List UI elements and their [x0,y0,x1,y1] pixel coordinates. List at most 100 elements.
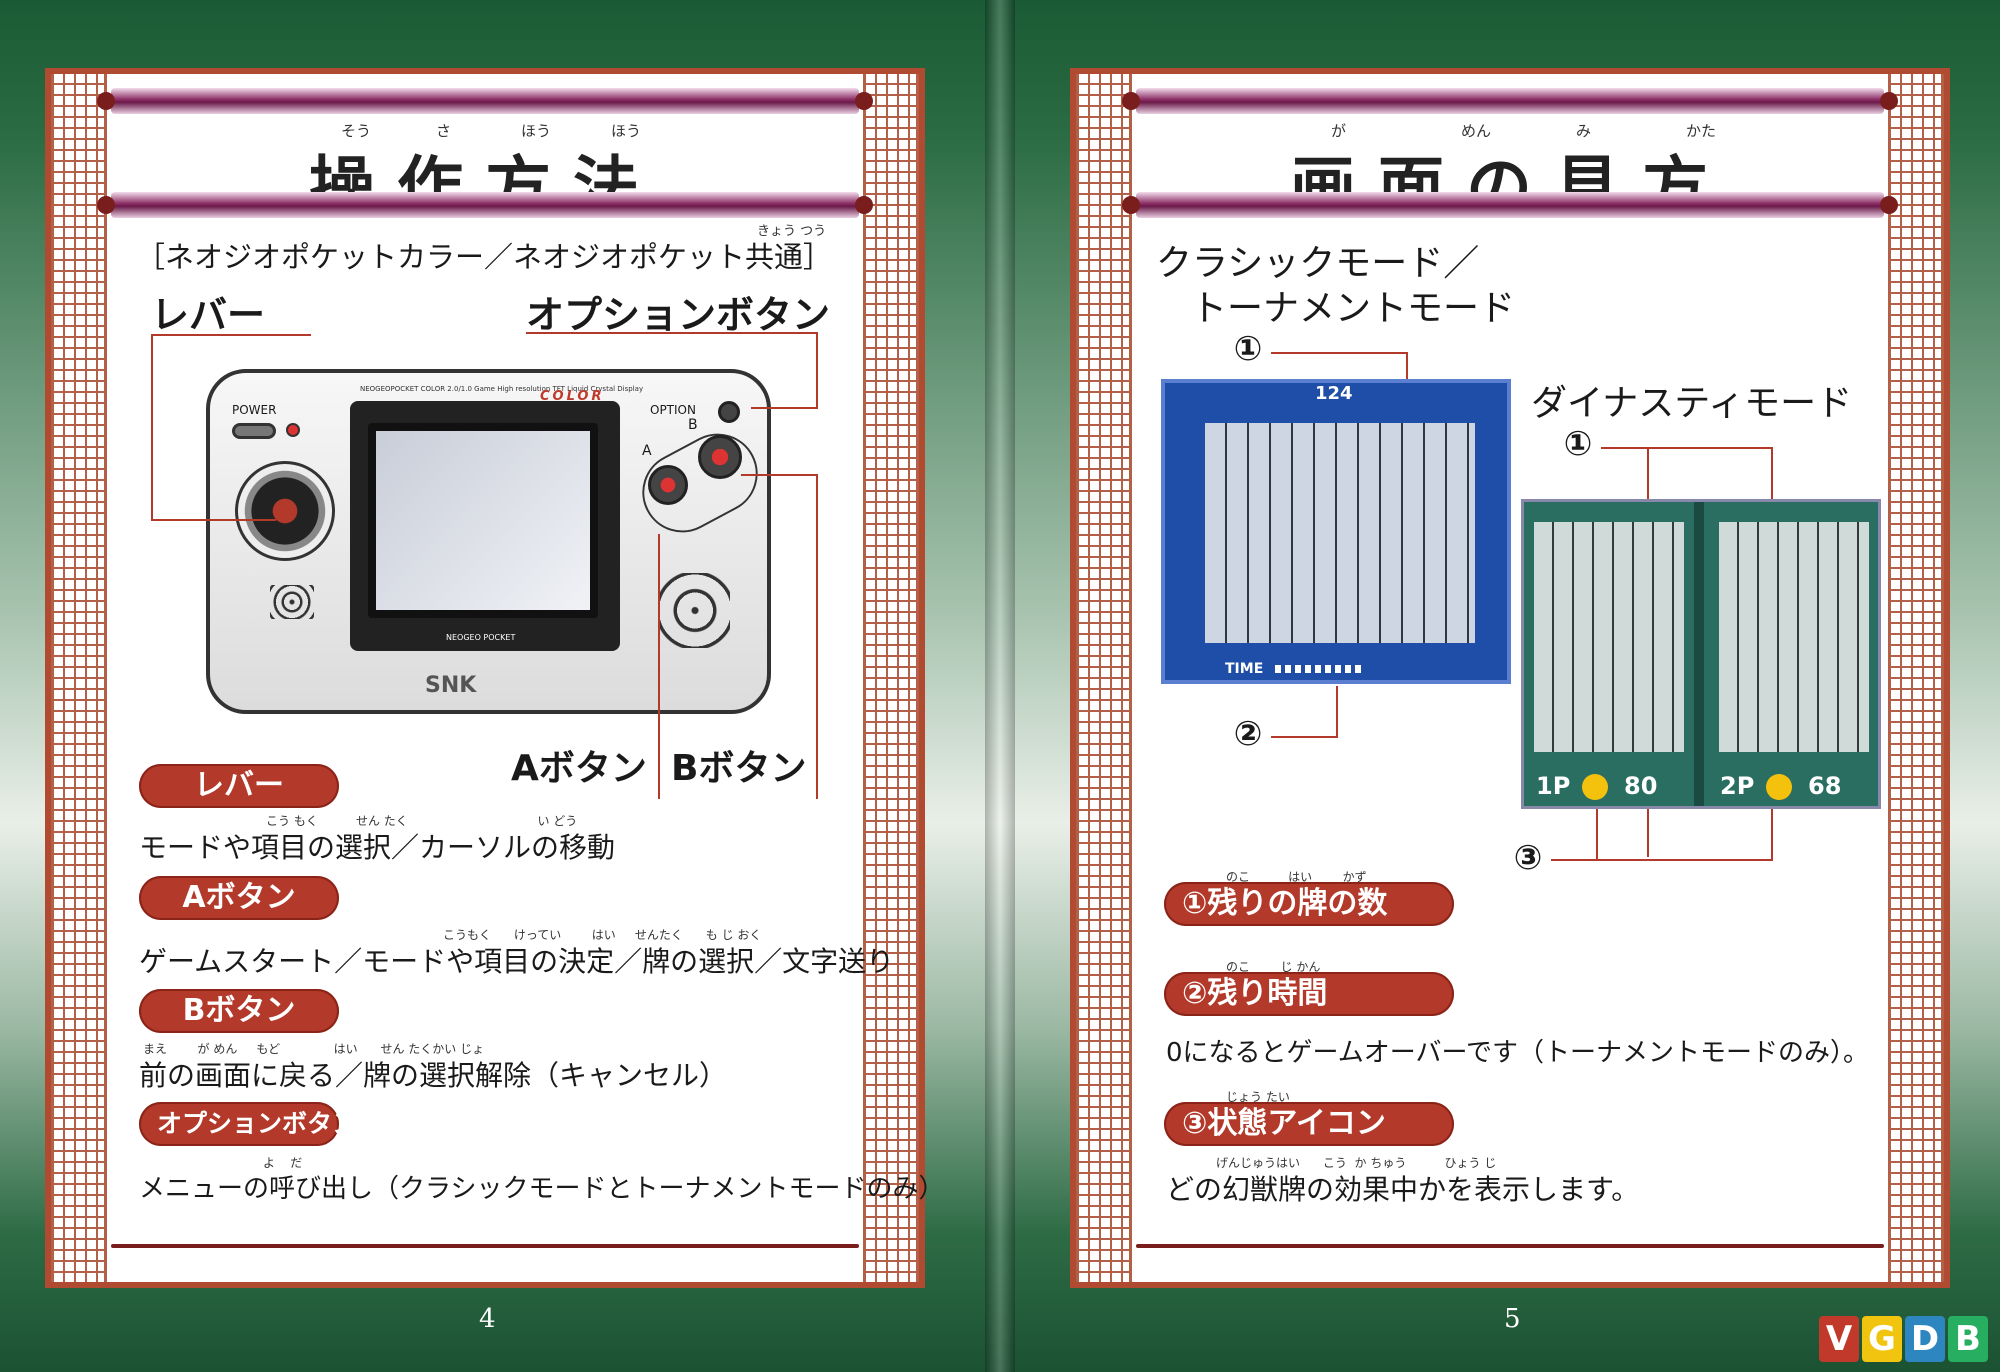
lever-line-h2 [151,519,276,521]
color-label: COLOR [540,389,605,404]
b-button-pill: Bボタン [139,989,339,1033]
lever-pill: レバー [139,764,339,808]
marker-2-classic: ② [1233,714,1263,754]
title-ruby-1: そう [341,122,372,140]
left-page: そう さ ほう ほう 操作方法 きょう つう ［ネオジオポケットカラー／ネオジオ… [45,68,944,1334]
p1-tiles [1534,522,1684,752]
a-button-pill: Aボタン [139,876,339,920]
lever-ruby: こう もく せん たく い どう [266,814,578,828]
title-rod [1122,192,1898,218]
option-label: OPTION [650,403,696,417]
title-ruby-3: み [1576,122,1592,140]
a-button-desc: ゲームスタート／モードや項目の決定／牌の選択／文字送り [139,945,895,978]
p2-score: 68 [1808,772,1842,800]
marker-3-line-v1 [1596,809,1598,859]
b-line-h [741,474,818,476]
dyn-line-h [1601,447,1771,449]
lcd-screen [368,423,598,618]
remaining-tiles-ruby: のこ はい かず [1226,870,1367,884]
dynasty-heading: ダイナスティモード [1531,383,1853,424]
p1-status-icon [1582,774,1608,800]
watermark-v: V [1819,1316,1859,1362]
remaining-time-desc: 0になるとゲームオーバーです（トーナメントモードのみ）。 [1166,1038,1869,1068]
title-ruby-2: めん [1461,122,1492,140]
right-fret-border [863,74,919,1282]
speaker-holes [660,573,730,648]
lever-desc: モードや項目の選択／カーソルの移動 [139,831,616,864]
tile-count: 124 [1315,383,1353,404]
remaining-time-pill: ②残り時間 [1164,972,1454,1016]
title-rod [97,192,873,218]
p2-label: 2P [1720,772,1755,800]
bottom-bar [1136,1244,1884,1248]
screen-bezel: NEOGEO POCKET [350,401,620,651]
classic-heading-1: クラシックモード／ [1156,243,1480,284]
power-label: POWER [232,403,277,417]
status-icon-desc: どの幻獣牌の効果中かを表示します。 [1166,1173,1640,1206]
marker-2-line-h [1271,736,1338,738]
neogeo-pocket-device: POWER NEOGEOPOCKET COLOR 2.0/1.0 Game Hi… [206,369,772,714]
remaining-time-ruby: のこ じ かん [1226,960,1321,974]
right-fret-border [1888,74,1944,1282]
tile-stack [1205,423,1475,643]
lever-callout: レバー [151,293,266,337]
top-rod [97,88,873,114]
time-bar [1275,665,1365,673]
fine-print: NEOGEOPOCKET COLOR 2.0/1.0 Game High res… [360,385,644,393]
option-pill: オプションボタン [139,1102,357,1146]
watermark-b: B [1948,1316,1988,1362]
marker-3-dynasty: ③ [1513,838,1543,878]
option-button [718,401,740,423]
split-divider [1694,502,1704,806]
option-line-v [816,332,818,407]
b-label: B [688,417,698,433]
classic-heading-2: トーナメントモード [1191,288,1516,329]
top-rod [1122,88,1898,114]
watermark-g: G [1862,1316,1902,1362]
p1-score: 80 [1624,772,1658,800]
watermark-d: D [1905,1316,1945,1362]
b-button-ruby: まえ が めん もど はい せん たくかい じょ [143,1042,485,1056]
remaining-tiles-pill: ①残りの牌の数 [1164,882,1454,926]
page-number: 5 [1504,1304,1521,1334]
marker-3-line-h [1551,859,1773,861]
option-callout: オプションボタン [526,293,831,337]
status-icon-pill: ③状態アイコン [1164,1102,1454,1146]
page-number: 4 [479,1304,496,1334]
marker-1-line-h [1271,352,1406,354]
option-line-h [526,332,816,334]
marker-1-classic: ① [1233,329,1263,369]
book-spine [985,0,1015,1372]
bottom-bar [111,1244,859,1248]
p2-tiles [1719,522,1869,752]
left-fret-border [1076,74,1132,1282]
a-line-v [658,534,660,799]
b-button-callout: Bボタン [671,748,807,789]
b-button-desc: 前の画面に戻る／牌の選択解除（キャンセル） [139,1059,728,1092]
power-led [286,423,300,437]
lever-line-v [151,334,153,519]
p2-status-icon [1766,774,1792,800]
time-label: TIME [1225,661,1264,677]
right-page: が めん み かた 画面の見方 クラシックモード／ トーナメントモード ① 12… [1070,68,1950,1334]
subtitle: ［ネオジオポケットカラー／ネオジオポケット共通］ [136,240,833,274]
marker-2-line-v [1336,686,1338,736]
a-button-ruby: こうもく けってい はい せんたく も じ おく [443,928,762,942]
status-icon-desc-ruby: げんじゅうはい こう か ちゅう ひょう じ [1216,1156,1497,1170]
power-switch [232,423,276,439]
a-label: A [642,443,652,459]
b-line-v [816,474,818,799]
left-fret-border [51,74,107,1282]
marker-1-dynasty: ① [1563,424,1593,464]
subtitle-ruby: きょう つう [757,224,827,239]
option-line-h2 [751,407,818,409]
status-icon-ruby: じょう たい [1226,1090,1290,1104]
title-ruby-1: が [1331,122,1347,140]
b-button [698,435,742,479]
option-ruby: よ だ [263,1156,303,1170]
joystick [235,461,335,561]
title-ruby-3: ほう [521,122,552,140]
speaker-grille [270,585,314,619]
marker-3-line-v2 [1771,809,1773,859]
